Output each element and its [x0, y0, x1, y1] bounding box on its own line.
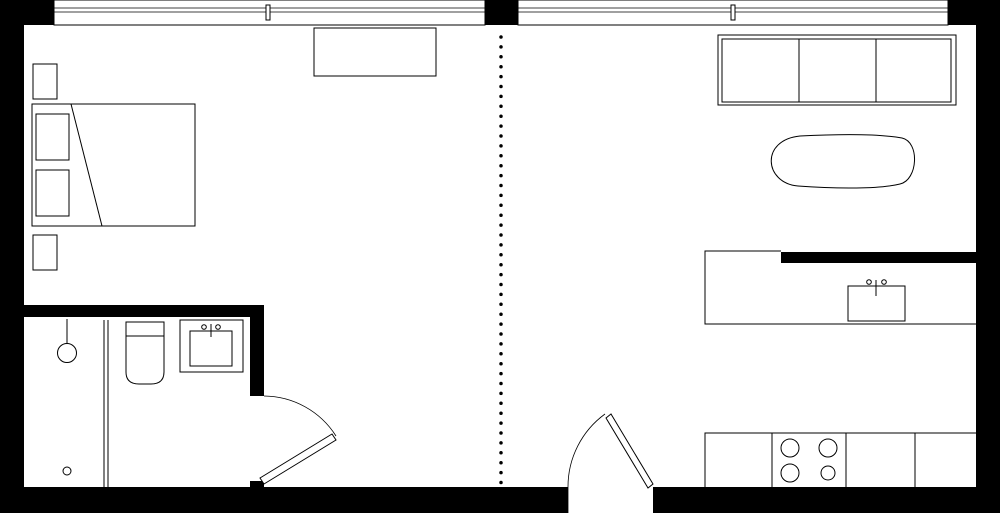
- living-room: [717, 34, 957, 189]
- door-icon: [567, 413, 654, 513]
- sink-icon: [847, 279, 906, 322]
- coffee-table: [770, 134, 915, 189]
- wall-right: [976, 0, 1000, 513]
- bed-frame: [31, 103, 196, 227]
- wall-bottom-left: [0, 487, 568, 513]
- pillow-top: [35, 113, 70, 161]
- nightstand-top: [32, 63, 58, 100]
- window-left: [53, 0, 486, 26]
- wall-bottom-right: [653, 487, 1000, 513]
- toilet-tank: [125, 321, 165, 337]
- wall-bathroom-right: [250, 305, 264, 396]
- sofa-frame: [717, 34, 957, 106]
- toilet-icon: [125, 321, 165, 385]
- wall-bathroom-right-stub: [250, 481, 264, 487]
- sofa-icon: [717, 34, 957, 106]
- burner: [818, 438, 838, 458]
- bathroom-door-swing: [263, 395, 337, 437]
- shower-drain: [62, 466, 72, 476]
- wall-kitchen-partition: [781, 252, 976, 263]
- bathroom-walls: [24, 305, 264, 487]
- kitchen: [704, 250, 976, 487]
- shower-icon: [57, 319, 109, 487]
- entry-door-swing: [567, 413, 606, 513]
- bathroom-vanity: [179, 319, 244, 373]
- wall-top-middle-pier: [485, 0, 518, 25]
- entry-door-leaf: [605, 413, 654, 489]
- shower-head: [57, 343, 77, 363]
- bed-icon: [31, 103, 196, 227]
- pillow-bottom: [35, 169, 70, 217]
- bathroom-door-leaf: [259, 433, 337, 485]
- burner: [820, 465, 836, 481]
- sofa-seat: [721, 38, 952, 103]
- wall-top-right-corner: [948, 0, 1000, 25]
- wall-bathroom-top: [24, 305, 264, 317]
- bedroom: [31, 27, 437, 271]
- window-icon: [517, 0, 949, 26]
- wall-left: [0, 0, 24, 513]
- kitchen-island: [704, 250, 976, 325]
- stove-icon: [780, 438, 838, 483]
- window-icon: [53, 0, 486, 26]
- sink-icon: [179, 319, 244, 373]
- burner: [780, 463, 800, 483]
- nightstand-bottom: [32, 234, 58, 271]
- door-icon: [259, 395, 337, 485]
- kitchen-counter: [704, 432, 976, 487]
- bathroom: [57, 319, 337, 487]
- desk: [313, 27, 437, 77]
- burner: [780, 438, 800, 458]
- wall-top-left-corner: [0, 0, 54, 25]
- toilet-bowl: [125, 335, 165, 385]
